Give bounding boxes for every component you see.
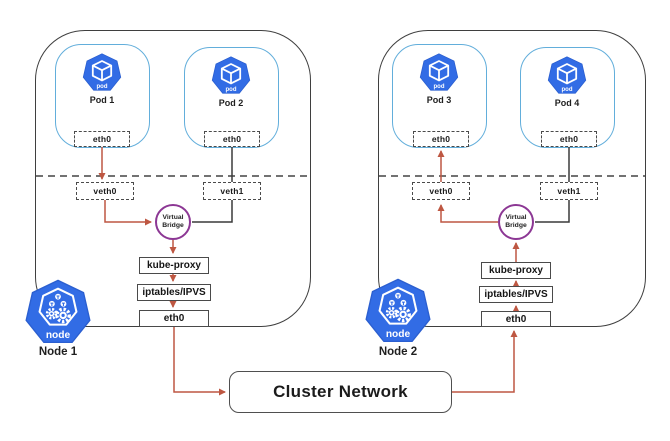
veth-interface: veth0 <box>412 182 470 200</box>
pod-icon: pod <box>82 53 122 91</box>
pod-icon-text: pod <box>562 87 573 93</box>
veth-interface: veth1 <box>203 182 261 200</box>
pod-icon: pod <box>419 53 459 91</box>
pod-icon-text: pod <box>226 87 237 93</box>
veth-interface: veth1 <box>540 182 598 200</box>
node-icon-text: node <box>386 329 411 340</box>
virtual-bridge: Virtual Bridge <box>498 204 534 240</box>
virtual-bridge-label-line1: Virtual <box>162 213 184 221</box>
node-label: Node 1 <box>38 346 78 358</box>
pod-label: Pod 3 <box>426 95 452 105</box>
kube-proxy-box: kube-proxy <box>481 262 551 279</box>
pod-label: Pod 1 <box>89 95 115 105</box>
pod-icon: pod <box>547 56 587 94</box>
pod-label: Pod 2 <box>218 98 244 108</box>
veth-interface: veth0 <box>76 182 134 200</box>
pod-eth0-interface: eth0 <box>541 131 597 147</box>
virtual-bridge-label-line1: Virtual <box>505 213 527 221</box>
node-icon: node <box>25 279 91 344</box>
kube-proxy-box: kube-proxy <box>139 257 209 274</box>
node-eth0-box: eth0 <box>481 311 551 327</box>
pod-eth0-interface: eth0 <box>74 131 130 147</box>
virtual-bridge-label-line2: Bridge <box>505 222 527 229</box>
pod-eth0-interface: eth0 <box>204 131 260 147</box>
pod-label: Pod 4 <box>554 98 580 108</box>
iptables-ipvs-box: iptables/IPVS <box>137 284 211 301</box>
node-label: Node 2 <box>378 346 418 358</box>
cluster-network-box: Cluster Network <box>229 371 452 413</box>
node-icon: node <box>365 278 431 343</box>
pod-icon: pod <box>211 56 251 94</box>
pod-box <box>392 44 487 148</box>
pod-eth0-interface: eth0 <box>413 131 469 147</box>
pod-icon-text: pod <box>97 84 108 90</box>
node-icon-text: node <box>46 330 71 341</box>
node-eth0-box: eth0 <box>139 310 209 327</box>
pod-icon-text: pod <box>434 84 445 90</box>
iptables-ipvs-box: iptables/IPVS <box>479 286 553 303</box>
virtual-bridge: Virtual Bridge <box>155 204 191 240</box>
virtual-bridge-label-line2: Bridge <box>162 222 184 229</box>
